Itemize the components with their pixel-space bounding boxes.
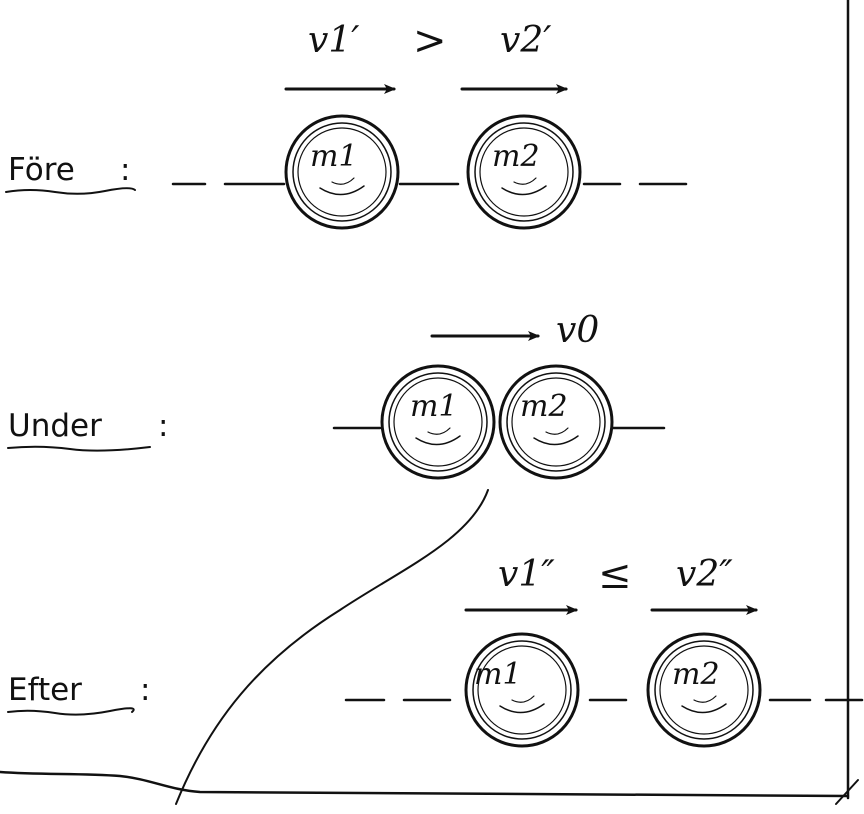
- ball-m1-during: m1: [380, 364, 496, 480]
- row-label-underline: [5, 187, 136, 195]
- frame-bottom-line: [0, 770, 850, 798]
- velocity-label-v1-after: v1″: [498, 554, 555, 595]
- ball-m2-before: m2: [466, 114, 582, 230]
- connector-curve: [175, 489, 489, 805]
- velocity-label-v2-after: v2″: [676, 554, 733, 595]
- frame-corner-tick: [835, 779, 859, 805]
- row-before: Före : v1′ > v2′ m1: [5, 18, 688, 230]
- row-label-underline: [7, 445, 151, 452]
- row-label-underline: [7, 707, 135, 716]
- ball-m1-label: m1: [474, 657, 522, 692]
- row-label-colon: :: [140, 672, 150, 708]
- velocity-label-v1-before: v1′: [308, 20, 359, 61]
- row-after: Efter : v1″ ≤ v2″ m1 m2: [7, 552, 864, 748]
- ball-m2-label: m2: [672, 657, 720, 692]
- row-label-colon: :: [158, 408, 168, 444]
- ball-m2-label: m2: [492, 139, 540, 174]
- row-during: Under : v0 m1 m2: [7, 310, 666, 480]
- relation-less-equal: ≤: [598, 552, 632, 598]
- row-label-colon: :: [120, 152, 130, 188]
- ball-m1-label: m1: [310, 139, 358, 174]
- ball-m2-after: m2: [646, 632, 762, 748]
- ball-m1-after: m1: [464, 632, 580, 748]
- velocity-label-v2-before: v2′: [500, 20, 551, 61]
- velocity-label-v0: v0: [556, 310, 599, 351]
- ball-m2-label: m2: [520, 389, 568, 424]
- ball-m2-during: m2: [498, 364, 614, 480]
- relation-greater-than: >: [413, 18, 447, 64]
- row-label-during: Under: [8, 408, 102, 444]
- ball-m1-before: m1: [284, 114, 400, 230]
- ball-m1-label: m1: [410, 389, 458, 424]
- row-label-before: Före: [8, 152, 75, 188]
- row-label-after: Efter: [8, 672, 82, 708]
